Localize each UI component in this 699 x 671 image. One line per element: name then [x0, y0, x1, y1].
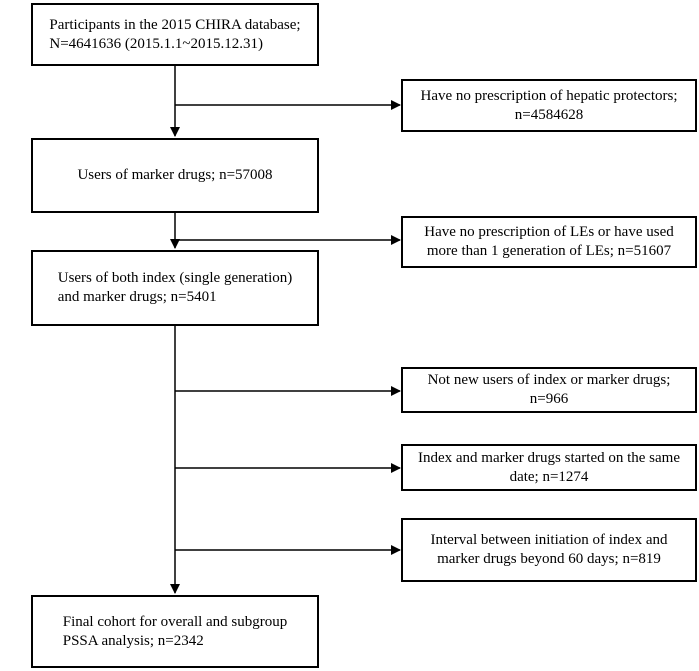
box-not-new-users-text: Not new users of index or marker drugs; … [427, 372, 671, 407]
box-no-hepatic-protectors-text: Have no prescription of hepatic protecto… [420, 87, 678, 123]
box-final-cohort-text: Final cohort for overall and subgroup PS… [62, 613, 288, 649]
box-interval-beyond-60: Interval between initiation of index and… [401, 518, 697, 582]
box-participants: Participants in the 2015 CHIRA database;… [31, 3, 319, 66]
box-interval-beyond-60-text: Interval between initiation of index and… [430, 532, 668, 567]
box-same-date: Index and marker drugs started on the sa… [401, 444, 697, 491]
box-final-cohort: Final cohort for overall and subgroup PS… [31, 595, 319, 668]
box-index-marker-users: Users of both index (single generation) … [31, 250, 319, 326]
box-no-les: Have no prescription of LEs or have used… [401, 216, 697, 268]
box-no-hepatic-protectors: Have no prescription of hepatic protecto… [401, 79, 697, 132]
box-marker-users-text: Users of marker drugs; n=57008 [77, 167, 273, 183]
box-index-marker-users-text: Users of both index (single generation) … [57, 270, 293, 305]
box-not-new-users: Not new users of index or marker drugs; … [401, 367, 697, 413]
box-same-date-text: Index and marker drugs started on the sa… [418, 449, 680, 485]
box-participants-text: Participants in the 2015 CHIRA database;… [49, 16, 301, 52]
box-no-les-text: Have no prescription of LEs or have used… [424, 224, 674, 259]
box-marker-users: Users of marker drugs; n=57008 [31, 138, 319, 213]
